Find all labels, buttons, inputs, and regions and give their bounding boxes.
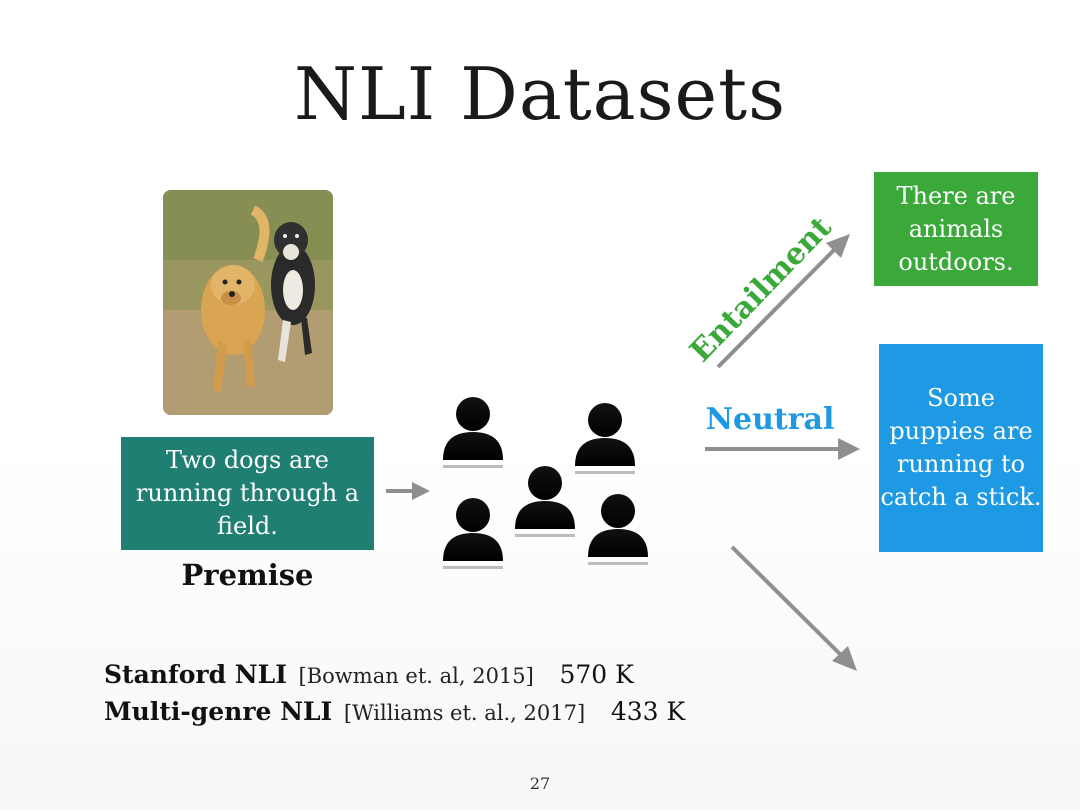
person-icon — [588, 494, 648, 565]
neutral-arrow — [705, 438, 860, 460]
person-icon — [443, 498, 503, 569]
person-icon — [443, 397, 503, 468]
people-icon — [443, 397, 648, 569]
premise-arrow — [386, 482, 430, 500]
premise-label: Premise — [181, 558, 314, 592]
contradiction-arrow — [730, 545, 857, 671]
dataset-name: Multi-genre NLI — [104, 697, 333, 726]
entailment-arrow — [716, 234, 850, 369]
person-icon — [515, 466, 575, 537]
dataset-row: Multi-genre NLI [Williams et. al., 2017]… — [104, 697, 685, 726]
page-number: 27 — [529, 774, 551, 793]
dataset-count: 570 K — [559, 660, 634, 689]
dataset-citation: [Bowman et. al, 2015] — [298, 664, 534, 688]
dogs-photo — [163, 190, 333, 415]
dataset-name: Stanford NLI — [104, 660, 287, 689]
neutral-hypothesis-box: Some puppies are running to catch a stic… — [879, 344, 1043, 552]
slide-title: NLI Datasets — [293, 52, 787, 136]
person-icon — [575, 403, 635, 474]
neutral-label: Neutral — [705, 402, 835, 437]
dataset-citation: [Williams et. al., 2017] — [343, 701, 586, 725]
dataset-count: 433 K — [610, 697, 686, 726]
dataset-row: Stanford NLI [Bowman et. al, 2015] 570 K — [104, 660, 634, 689]
premise-box: Two dogs are running through a field. — [121, 437, 374, 550]
entailment-hypothesis-box: There are animals outdoors. — [874, 172, 1038, 286]
